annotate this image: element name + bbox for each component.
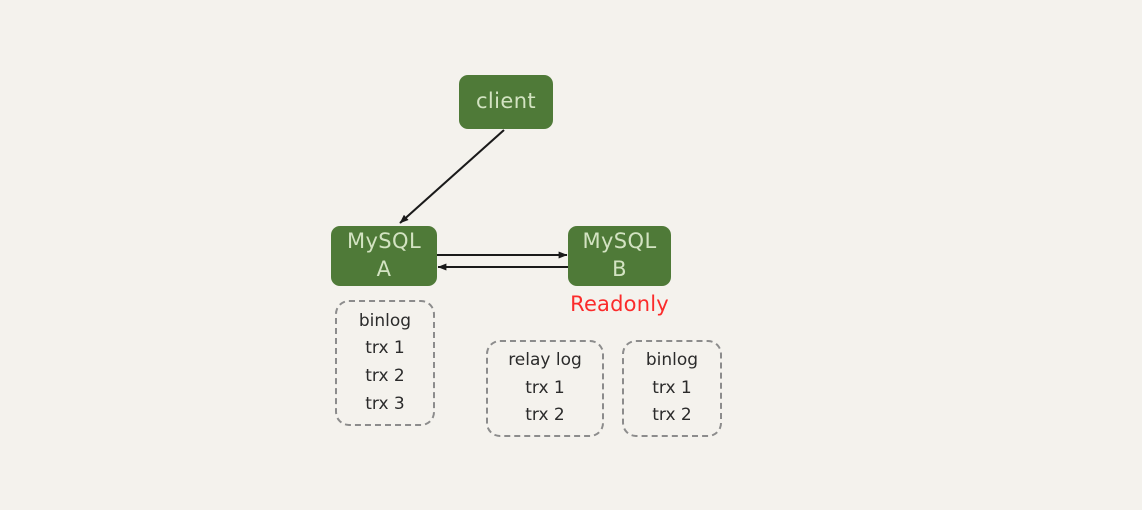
edge-client-to-mysql-a: [399, 129, 505, 224]
logbox-title: binlog: [645, 350, 699, 371]
logbox-mysql-b-relay-log: relay log trx 1 trx 2: [486, 340, 604, 437]
logbox-entry: trx 1: [365, 338, 405, 359]
logbox-title: relay log: [508, 350, 582, 371]
logbox-entry: trx 1: [525, 377, 565, 398]
logbox-entry: trx 2: [525, 405, 565, 426]
node-client[interactable]: client: [459, 75, 553, 129]
logbox-title: binlog: [358, 310, 412, 331]
readonly-annotation: Readonly: [570, 292, 669, 316]
logbox-mysql-b-binlog: binlog trx 1 trx 2: [622, 340, 722, 437]
node-mysql-b[interactable]: MySQL B: [568, 226, 671, 286]
node-mysql-a-sublabel: A: [376, 257, 392, 281]
node-mysql-b-label: MySQL: [582, 229, 657, 254]
node-client-label: client: [475, 89, 537, 114]
node-mysql-a-label: MySQL: [346, 229, 422, 254]
logbox-mysql-a-binlog: binlog trx 1 trx 2 trx 3: [335, 300, 435, 426]
node-mysql-a[interactable]: MySQL A: [331, 226, 437, 286]
logbox-entry: trx 2: [652, 405, 692, 426]
logbox-entry: trx 1: [652, 377, 692, 398]
logbox-entry: trx 2: [365, 366, 405, 386]
logbox-entry: trx 3: [365, 393, 405, 414]
node-mysql-b-sublabel: B: [612, 257, 627, 281]
